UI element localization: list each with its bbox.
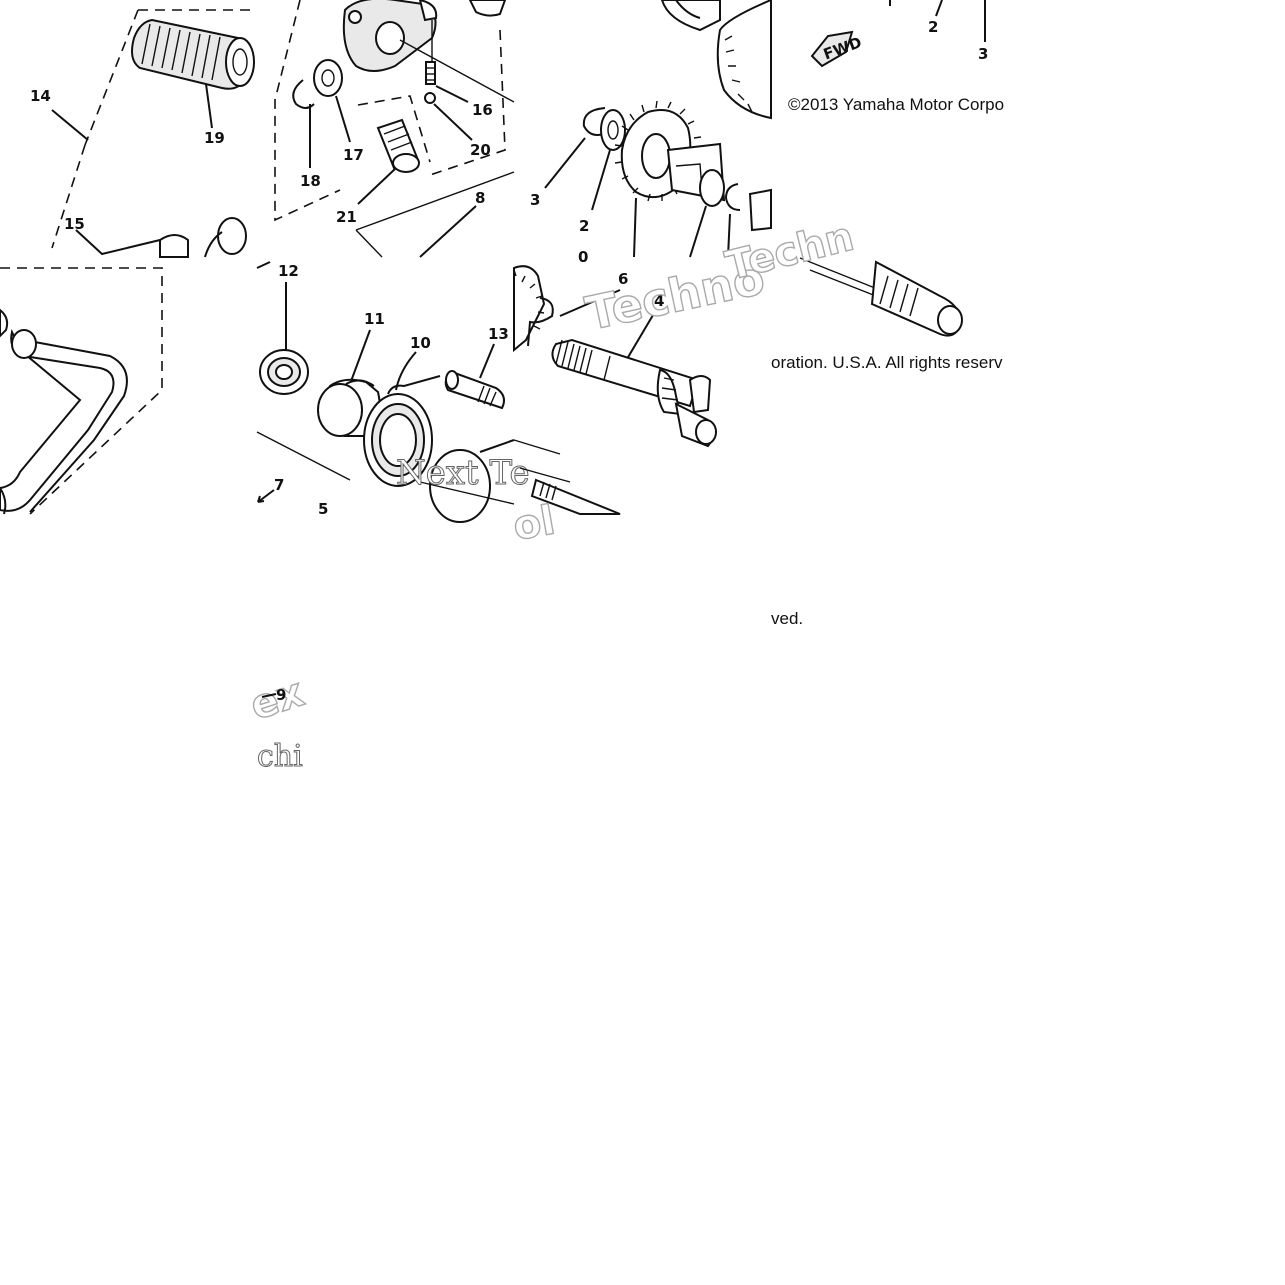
callout-2a: 2 <box>928 18 938 36</box>
kick-lever <box>0 308 128 515</box>
washer-2 <box>600 109 626 151</box>
watermark-techno-b: Techn <box>721 214 858 290</box>
copyright-line-2: oration. U.S.A. All rights reserv <box>771 353 1003 372</box>
callout-6-top: 0 <box>578 248 588 266</box>
circlip-18 <box>292 79 315 109</box>
tile-middle-right: 0 6 4 Techno <box>513 248 770 515</box>
callout-7: 7 <box>274 476 284 494</box>
callout-11: 11 <box>364 310 385 328</box>
callout-20: 20 <box>470 141 491 159</box>
watermark-chi: chi <box>257 739 303 774</box>
callout-3a: 3 <box>978 45 988 63</box>
copyright-line-1: ©2013 Yamaha Motor Corpo <box>788 95 1004 114</box>
tile-top-left: 19 14 15 <box>30 9 257 258</box>
tile-middle-center: 12 11 10 13 <box>256 261 530 523</box>
spring-16 <box>425 61 436 85</box>
callout-2b: 2 <box>579 217 589 235</box>
callout-17: 17 <box>343 146 364 164</box>
pin-13 <box>444 370 505 410</box>
kick-shaft-4 <box>551 338 717 448</box>
circlip-3 <box>582 107 606 136</box>
callout-19: 19 <box>204 129 225 147</box>
fwd-arrow-icon: FWD <box>810 30 864 68</box>
spring-guide-11 <box>317 378 381 437</box>
tile-middle-far-right: oration. U.S.A. All rights reserv <box>771 257 1003 372</box>
kick-arm-boss <box>342 0 507 72</box>
callout-13: 13 <box>488 325 509 343</box>
callout-4: 4 <box>654 292 664 310</box>
callout-14: 14 <box>30 87 51 105</box>
spring-clip-6 <box>527 297 554 347</box>
callout-15: 15 <box>64 215 85 233</box>
copyright-line-3: ved. <box>771 609 803 628</box>
tile-top-right: 3 2 <box>530 0 772 258</box>
callout-8: 8 <box>475 189 485 207</box>
callout-18: 18 <box>300 172 321 190</box>
callout-12: 12 <box>278 262 299 280</box>
callout-10: 10 <box>410 334 431 352</box>
watermark-next-te: Next Te <box>396 453 530 493</box>
tile-top-center: 18 17 16 20 21 8 <box>274 0 515 258</box>
callout-21: 21 <box>336 208 357 226</box>
kick-gear <box>614 100 726 202</box>
kick-grip-19 <box>131 18 255 90</box>
callout-5: 5 <box>318 500 328 518</box>
ball-20 <box>424 92 436 104</box>
tile-top-far-right: 2 3 FWD ©2013 Yamaha Motor Corpo <box>788 0 1004 114</box>
bolt-21 <box>376 118 420 173</box>
washer-17 <box>313 59 343 97</box>
oil-seal-12 <box>259 349 309 395</box>
tile-middle-left <box>0 267 163 515</box>
callout-9: 9 <box>276 686 286 704</box>
callout-6: 6 <box>618 270 628 288</box>
torsion-spring-10 <box>363 375 441 487</box>
callout-3b: 3 <box>530 191 540 209</box>
callout-16: 16 <box>472 101 493 119</box>
watermark-ol: ol <box>510 497 559 549</box>
